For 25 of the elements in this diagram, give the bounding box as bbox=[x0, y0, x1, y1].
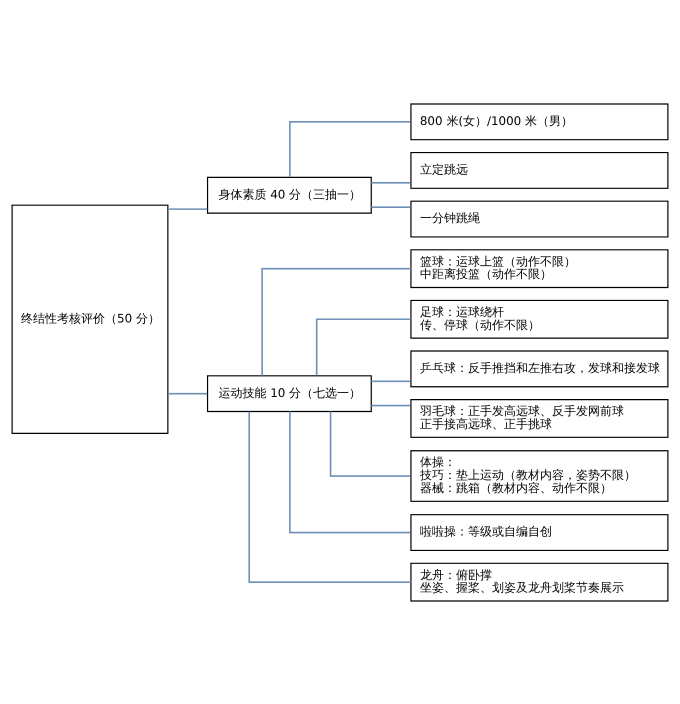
node-box: 一分钟跳绳 bbox=[410, 200, 668, 237]
connector bbox=[168, 208, 208, 210]
connector bbox=[371, 380, 411, 382]
node-box: 终结性考核评价（50 分） bbox=[12, 204, 168, 434]
connector bbox=[248, 411, 411, 582]
connector bbox=[316, 318, 411, 376]
node-box: 龙舟：俯卧撑 坐姿、握桨、划姿及龙舟划桨节奏展示 bbox=[410, 562, 668, 602]
connector bbox=[371, 404, 411, 406]
node-box: 立定跳远 bbox=[410, 152, 668, 188]
node-box: 羽毛球：正手发高远球、反手发网前球 正手接高远球、正手挑球 bbox=[410, 398, 668, 438]
node-box: 身体素质 40 分（三抽一） bbox=[206, 176, 372, 214]
node-box: 800 米(女）/1000 米（男） bbox=[410, 102, 668, 140]
connector bbox=[371, 206, 411, 208]
node-box: 运动技能 10 分（七选一） bbox=[206, 374, 372, 412]
connector bbox=[371, 182, 411, 184]
node-box: 乒乓球：反手推挡和左推右攻，发球和接发球 bbox=[410, 350, 668, 387]
node-box: 篮球：运球上篮（动作不限） 中距离投篮（动作不限） bbox=[410, 248, 668, 288]
connector bbox=[261, 267, 411, 376]
node-box: 啦啦操：等级或自编自创 bbox=[410, 514, 668, 551]
node-box: 足球：运球绕杆 传、停球（动作不限） bbox=[410, 299, 668, 338]
node-box: 体操： 技巧：垫上运动（教材内容，姿势不限） 器械：跳箱（教材内容、动作不限） bbox=[410, 450, 668, 502]
connector bbox=[330, 411, 411, 476]
connector bbox=[289, 411, 411, 533]
connector bbox=[168, 392, 208, 394]
connector bbox=[289, 120, 411, 177]
